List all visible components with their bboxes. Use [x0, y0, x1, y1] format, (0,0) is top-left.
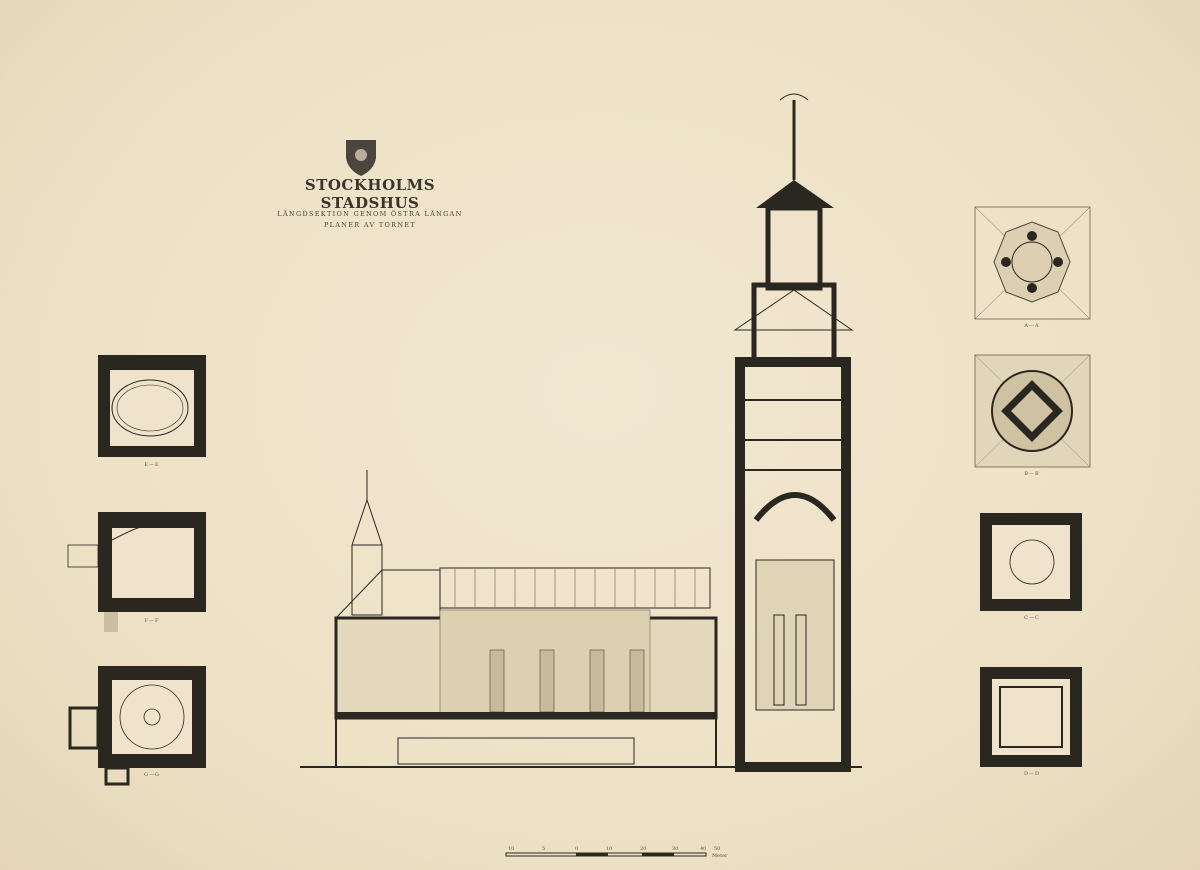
plan-label: D—D	[1023, 771, 1041, 777]
coat-of-arms-emblem	[346, 140, 376, 176]
scale-tick: 20	[640, 846, 647, 852]
plan-label: E—E	[144, 462, 160, 468]
drawing-subtitle-line-1: LÄNGDSEKTION GENOM ÖSTRA LÄNGAN	[277, 210, 463, 218]
scale-tick: 10	[508, 846, 515, 852]
drawing-subtitle-line-2: PLANER AV TORNET	[323, 221, 417, 229]
plan-a	[974, 206, 1091, 320]
plan-g	[68, 666, 206, 786]
plan-d	[980, 667, 1082, 767]
scale-tick: 40	[700, 846, 707, 852]
plan-c	[980, 513, 1082, 611]
scale-tick: 10	[606, 846, 613, 852]
plan-label: C—C	[1024, 615, 1040, 621]
scale-tick: 50	[714, 846, 721, 852]
scale-tick: 0	[575, 846, 579, 852]
plan-label: B—B	[1024, 471, 1040, 477]
plan-label: F—F	[144, 618, 160, 624]
longitudinal-section	[300, 93, 862, 772]
plan-f	[67, 512, 206, 632]
plan-e	[98, 355, 206, 457]
drawing-title: STOCKHOLMS STADSHUS	[304, 176, 436, 212]
plan-label: G—G	[144, 772, 160, 778]
scale-bar	[505, 852, 707, 857]
plan-label: A—A	[1024, 323, 1040, 329]
scale-unit: Meter	[712, 853, 728, 859]
scale-tick: 30	[672, 846, 679, 852]
scale-tick: 5	[542, 846, 546, 852]
plan-b	[974, 354, 1091, 468]
